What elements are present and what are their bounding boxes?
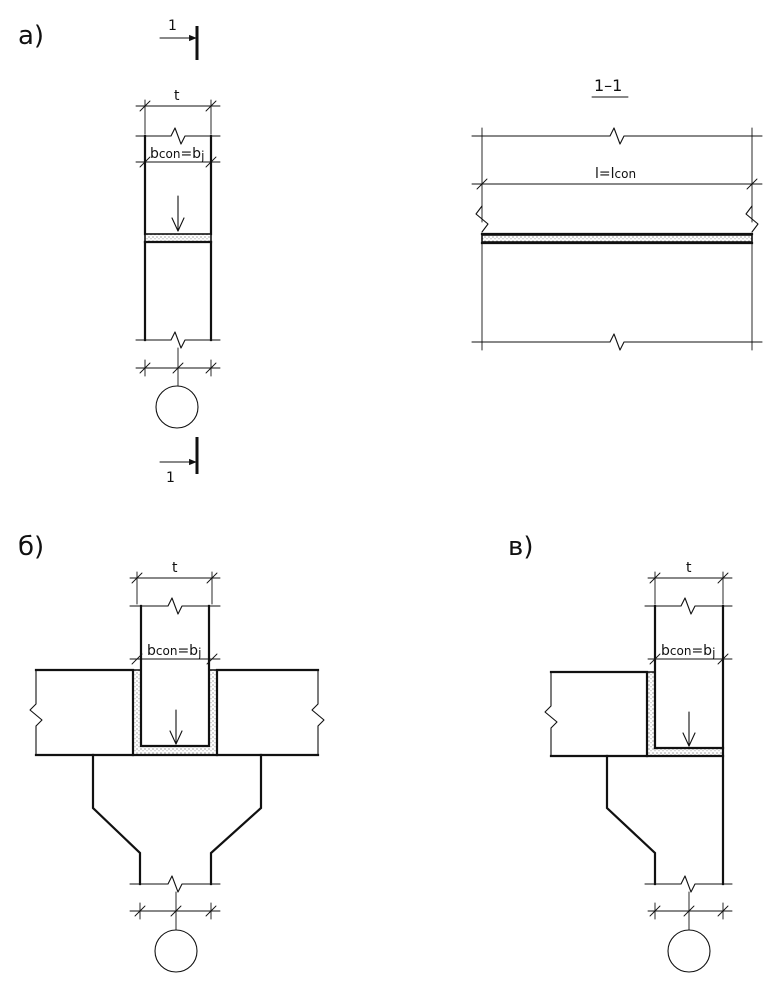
section-break-top — [471, 127, 763, 145]
break-line-top-v — [644, 597, 733, 615]
dimension-t-a: t — [135, 88, 221, 135]
section-break-left — [475, 205, 489, 233]
panel-a: a) 1 t bcon=bj — [18, 18, 221, 486]
dimension-t-v: t — [647, 560, 733, 605]
panel-a-label: a) — [18, 21, 44, 51]
dimension-bcon-label-v: bcon=bj — [661, 643, 715, 660]
lower-wall-right-b — [209, 753, 263, 886]
panel-b: б) t bcon=bj — [18, 532, 325, 973]
mortar-joint-a — [144, 233, 212, 243]
axis-dimension-a — [135, 347, 221, 429]
dimension-bcon-v: bcon=bj — [647, 643, 733, 665]
section-break-bottom — [471, 333, 763, 351]
section-1-1: 1–1 l=lcon — [471, 76, 763, 351]
break-line-bottom-v — [644, 875, 733, 893]
dimension-bcon-label-b: bcon=bj — [147, 643, 201, 660]
dimension-bcon-label-a: bcon=bj — [150, 146, 204, 163]
break-line-bottom-a — [135, 331, 221, 349]
load-arrow-v — [682, 711, 696, 747]
lower-wall-left-v — [605, 754, 657, 886]
axis-dimension-v — [647, 891, 733, 973]
break-line-top-b — [129, 597, 221, 615]
axis-dimension-b — [129, 891, 221, 973]
section-title: 1–1 — [594, 76, 622, 95]
slab-right-b — [215, 668, 320, 757]
dimension-t-label-b: t — [172, 560, 178, 576]
slab-break-left-b — [29, 669, 43, 756]
slab-break-left-v — [544, 671, 558, 757]
axis-bubble-b — [154, 929, 198, 973]
axis-bubble-a — [155, 385, 199, 429]
load-arrow-a — [171, 195, 185, 232]
slab-left-b — [34, 668, 135, 757]
dimension-t-label-a: t — [174, 88, 180, 104]
dimension-t-b: t — [129, 560, 221, 605]
panel-v-label: в) — [508, 532, 533, 562]
slab-break-right-b — [311, 669, 325, 756]
mortar-pocket-v — [646, 671, 724, 757]
section-mortar-joint — [481, 234, 753, 243]
section-mark-top-label: 1 — [168, 18, 177, 34]
dimension-bcon-b: bcon=bj — [129, 643, 221, 665]
break-line-bottom-b — [129, 875, 221, 893]
section-mark-bottom: 1 — [159, 437, 199, 486]
load-arrow-b — [169, 709, 183, 745]
panel-b-label: б) — [18, 532, 44, 562]
slab-left-v — [549, 670, 649, 758]
panel-v: в) t bcon=bj — [508, 532, 733, 973]
lower-wall-left-b — [91, 753, 142, 886]
section-mark-bottom-label: 1 — [166, 470, 175, 486]
dimension-t-label-v: t — [686, 560, 692, 576]
section-mark-top: 1 — [159, 18, 199, 60]
dimension-lcon-label: l=lcon — [595, 166, 636, 182]
axis-bubble-v — [667, 929, 711, 973]
section-break-right — [745, 205, 759, 233]
dimension-bcon-a: bcon=bj — [135, 146, 221, 168]
break-line-top-a — [135, 127, 221, 145]
dimension-lcon: l=lcon — [471, 166, 763, 190]
upper-wall-b — [139, 604, 211, 748]
